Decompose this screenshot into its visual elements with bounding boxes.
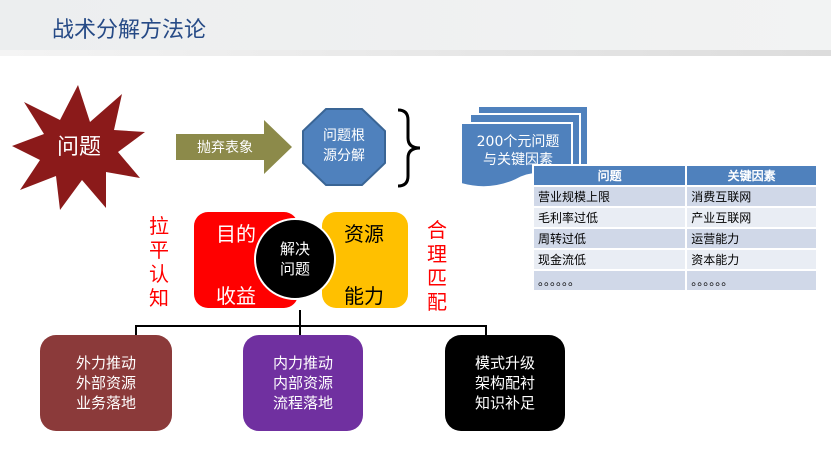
box-line: 内部资源 (272, 374, 333, 392)
internal-force-box: 内力推动内部资源流程落地 (243, 335, 363, 431)
doc-stack-line: 200个元问题 (476, 134, 560, 150)
connector-line (299, 325, 301, 335)
problem-label: 问题 (56, 135, 101, 160)
problem-factor-table: 问题关键因素 营业规模上限消费互联网 毛利率过低产业互联网 周转过低运营能力 现… (531, 164, 818, 292)
doc-stack-line: 与关键因素 (483, 152, 553, 168)
table-cell: 周转过低 (531, 227, 688, 250)
page-title: 战术分解方法论 (52, 18, 207, 43)
table-row: 毛利率过低产业互联网 (531, 206, 818, 229)
benefit-label: 收益 (216, 284, 256, 308)
table-cell: 毛利率过低 (531, 206, 688, 229)
connector-line (135, 325, 487, 327)
table-cell: 。。。。。。 (531, 269, 688, 292)
table-cell: 现金流低 (531, 248, 688, 271)
connector-line (299, 310, 301, 326)
brace-shape (397, 108, 421, 188)
box-line: 内力推动 (272, 354, 333, 372)
table-header-row: 问题关键因素 (531, 164, 818, 187)
table-cell: 运营能力 (685, 227, 818, 250)
table-cell: 资本能力 (685, 248, 818, 271)
capability-label: 能力 (344, 284, 384, 308)
external-force-box: 外力推动外部资源业务落地 (40, 335, 172, 431)
arrow-label: 抛弃表象 (197, 140, 253, 156)
right-side-label: 合理匹配 (427, 218, 447, 314)
solve-problem-circle: 解决 问题 (254, 218, 336, 300)
root-cause-line: 问题根 (323, 128, 365, 144)
resource-label: 资源 (344, 222, 384, 246)
box-line: 业务落地 (75, 394, 136, 412)
box-line: 流程落地 (272, 394, 333, 412)
starburst-shape (12, 85, 145, 210)
box-line: 知识补足 (474, 394, 535, 412)
circle-line: 问题 (279, 260, 310, 278)
box-line: 外力推动 (75, 354, 136, 372)
root-cause-label: 问题根 源分解 (302, 126, 386, 166)
box-line: 外部资源 (75, 374, 136, 392)
table-row: 。。。。。。。。。。。。 (531, 269, 818, 292)
connector-line (485, 325, 487, 335)
resource-box (322, 212, 408, 308)
circle-line: 解决 (279, 240, 310, 258)
table-cell: 。。。。。。 (685, 269, 818, 292)
goal-label: 目的 (216, 222, 256, 246)
model-upgrade-box: 模式升级架构配衬知识补足 (445, 335, 565, 431)
table-cell: 产业互联网 (685, 206, 818, 229)
table-row: 周转过低运营能力 (531, 227, 818, 250)
table-row: 营业规模上限消费互联网 (531, 185, 818, 208)
header-divider (0, 50, 831, 56)
left-side-label: 拉平认知 (149, 214, 169, 310)
doc-stack-label: 200个元问题 与关键因素 (462, 133, 574, 169)
column-header: 问题 (531, 164, 688, 187)
box-line: 模式升级 (474, 354, 535, 372)
column-header: 关键因素 (685, 164, 818, 187)
root-cause-line: 源分解 (323, 148, 365, 164)
connector-line (135, 325, 137, 335)
header-band (0, 0, 831, 50)
table-cell: 消费互联网 (685, 185, 818, 208)
arrow-shape (176, 120, 292, 174)
table-row: 现金流低资本能力 (531, 248, 818, 271)
box-line: 架构配衬 (474, 374, 535, 392)
octagon-shape (302, 108, 386, 186)
table-cell: 营业规模上限 (531, 185, 688, 208)
